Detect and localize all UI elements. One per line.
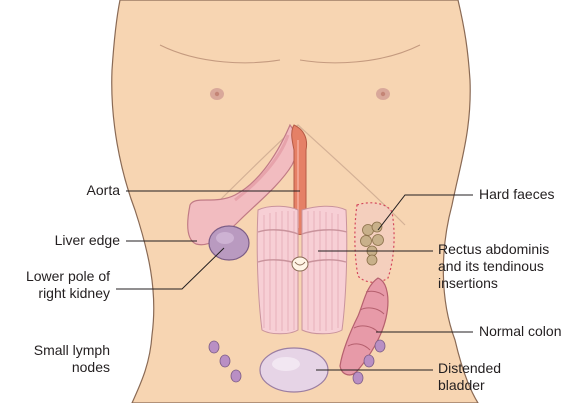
normal-colon-label: Normal colon (479, 323, 561, 340)
hard-faeces-label: Hard faeces (479, 186, 554, 203)
lower-pole-label-line1: Lower pole of (10, 268, 110, 285)
bladder-label-line2: bladder (438, 377, 485, 394)
umbilicus (292, 257, 308, 271)
rectus-label-line1: Rectus abdominis (438, 241, 549, 258)
lower-pole-label-line2: right kidney (10, 285, 110, 302)
bladder-label-line1: Distended (438, 360, 501, 377)
aorta-label: Aorta (40, 182, 120, 199)
small-lymph-label-line2: nodes (10, 359, 110, 376)
rectus-label-line3: insertions (438, 275, 498, 292)
liver-edge-label: Liver edge (20, 232, 120, 249)
rectus-label-line2: and its tendinous (438, 258, 544, 275)
small-lymph-label-line1: Small lymph (10, 342, 110, 359)
